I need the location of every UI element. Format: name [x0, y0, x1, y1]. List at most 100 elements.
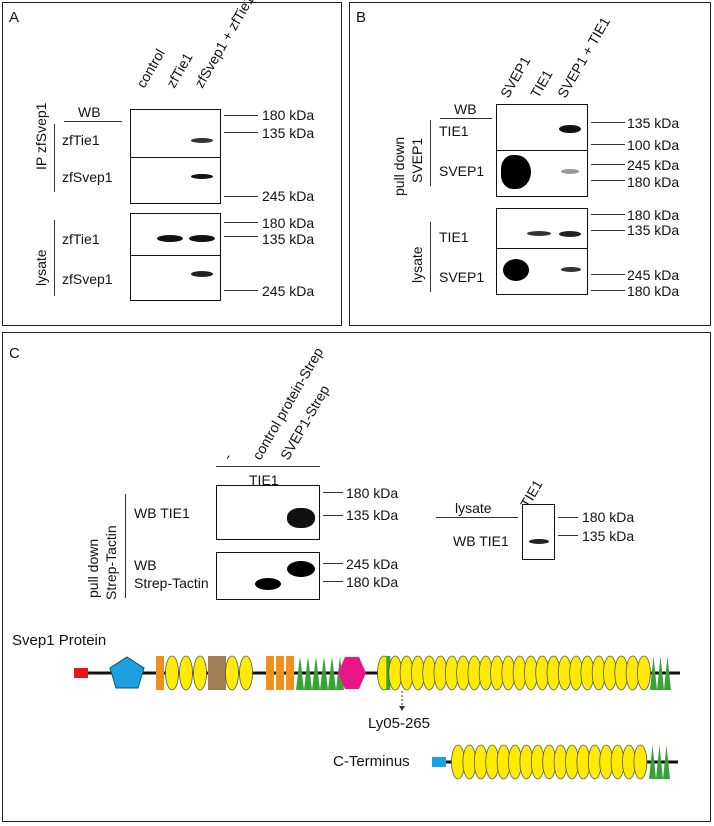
- marker-label: 245 kDa: [627, 157, 680, 173]
- marker-label: 180 kDa: [627, 283, 680, 299]
- egf-ca-domain: [312, 656, 320, 690]
- blot-ip: [130, 109, 221, 204]
- group-bracket: [125, 494, 126, 598]
- blot-pd-strep: [216, 552, 320, 600]
- band: [527, 231, 551, 236]
- row-label: Strep-Tactin: [134, 575, 209, 591]
- marker-label: 245 kDa: [346, 556, 399, 572]
- hyr-domain: [208, 656, 217, 690]
- vwa-domain: [109, 656, 145, 689]
- band: [189, 235, 215, 242]
- marker-tick: [591, 164, 625, 165]
- lane-header-underline: [216, 466, 320, 467]
- band: [157, 235, 183, 242]
- blot-lysate: [496, 208, 588, 295]
- band: [287, 561, 315, 577]
- marker-label: 135 kDa: [262, 231, 315, 247]
- marker-label: 100 kDa: [627, 137, 680, 153]
- band: [501, 155, 531, 189]
- marker-tick: [558, 517, 578, 518]
- wb-header: WB: [78, 104, 101, 120]
- ccp-domain: [637, 655, 651, 691]
- marker-tick: [323, 492, 343, 493]
- marker-tick: [558, 535, 578, 536]
- ccp-domain: [193, 655, 207, 691]
- marker-tick: [591, 180, 625, 181]
- marker-label: 180 kDa: [582, 509, 635, 525]
- blot-lysate: [130, 213, 221, 301]
- group-bracket: [54, 220, 55, 296]
- egf-domain: [276, 656, 284, 690]
- band: [191, 138, 213, 143]
- band: [559, 231, 581, 237]
- marker-tick: [323, 563, 343, 564]
- marker-tick: [224, 115, 258, 116]
- marker-tick: [591, 274, 625, 275]
- egf-ca-domain: [649, 745, 656, 779]
- row-label: SVEP1: [439, 163, 485, 179]
- wb-underline: [440, 118, 492, 119]
- lysate-row-label: WB TIE1: [453, 533, 509, 549]
- lysate-label: lysate: [455, 500, 492, 516]
- band: [559, 125, 581, 133]
- egf-ca-domain: [663, 745, 670, 779]
- marker-label: 180 kDa: [262, 215, 315, 231]
- ccp-domain: [225, 655, 239, 691]
- marker-tick: [591, 122, 625, 123]
- row-label: zfSvep1: [62, 271, 113, 287]
- marker-label: 135 kDa: [582, 528, 635, 544]
- marker-label: 180 kDa: [627, 207, 680, 223]
- band: [529, 539, 549, 544]
- blot-pulldown: [496, 104, 588, 197]
- panel-c: C: [2, 332, 711, 822]
- egf-ca-domain: [650, 656, 657, 690]
- lysate-underline: [436, 517, 518, 518]
- marker-label: 180 kDa: [346, 485, 399, 501]
- protein-label: Svep1 Protein: [12, 632, 107, 649]
- marker-tick: [323, 515, 343, 516]
- epitope-arrowhead: [399, 706, 405, 711]
- marker-label: 180 kDa: [627, 174, 680, 190]
- egf-ca-domain: [304, 656, 312, 690]
- ccp-domain: [239, 655, 253, 691]
- signal-peptide-domain: [74, 668, 88, 678]
- tie1-header: TIE1: [249, 472, 279, 488]
- row-label: SVEP1: [439, 269, 485, 285]
- strep-tag-domain: [432, 757, 446, 767]
- wb-header: WB: [454, 101, 477, 117]
- marker-label: 135 kDa: [627, 115, 680, 131]
- group-bracket: [54, 124, 55, 192]
- ccp-domain: [633, 744, 648, 780]
- blot-divider: [497, 248, 587, 249]
- panel-a-letter: A: [9, 9, 20, 26]
- band: [503, 259, 529, 281]
- row-label: zfTie1: [62, 231, 100, 247]
- marker-tick: [224, 196, 258, 197]
- band: [191, 271, 213, 277]
- band: [287, 508, 315, 528]
- marker-label: 245 kDa: [262, 188, 315, 204]
- band: [191, 174, 213, 179]
- marker-tick: [224, 222, 258, 223]
- egf-ca-domain: [657, 656, 664, 690]
- marker-label: 135 kDa: [346, 507, 399, 523]
- egf-ca-domain: [296, 656, 304, 690]
- group-bracket: [430, 120, 431, 186]
- egf-ca-domain: [328, 656, 336, 690]
- hyr-domain: [217, 656, 226, 690]
- blot-divider: [131, 255, 220, 256]
- row-label: WB: [134, 557, 157, 573]
- marker-tick: [591, 230, 625, 231]
- blot-divider: [131, 157, 220, 158]
- marker-tick: [591, 290, 625, 291]
- marker-tick: [591, 214, 625, 215]
- marker-tick: [323, 581, 343, 582]
- group-bracket: [430, 222, 431, 292]
- egf-domain: [156, 656, 164, 690]
- marker-label: 180 kDa: [262, 107, 315, 123]
- egf-domain: [286, 656, 294, 690]
- blot-lysate-tie1: [522, 504, 555, 560]
- marker-tick: [224, 132, 258, 133]
- marker-label: 180 kDa: [346, 574, 399, 590]
